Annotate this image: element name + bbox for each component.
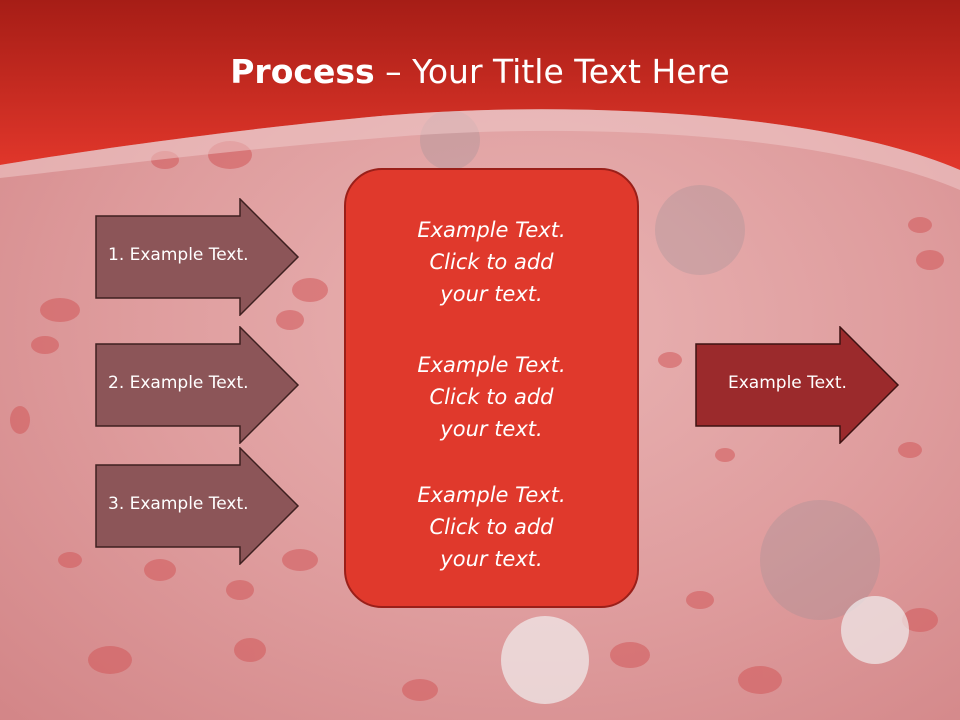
center-block-1-line-3: your text. bbox=[440, 282, 543, 306]
title-bold-text: Process bbox=[230, 52, 375, 91]
right-arrow[interactable]: Example Text. bbox=[695, 326, 900, 444]
arrow-shape bbox=[95, 326, 300, 444]
arrow-shape bbox=[95, 447, 300, 565]
center-text-box[interactable]: Example Text. Click to add your text. Ex… bbox=[344, 168, 639, 608]
title-rest-text: Your Title Text Here bbox=[412, 52, 730, 91]
center-text-block-3: Example Text. Click to add your text. bbox=[346, 479, 637, 575]
slide-title[interactable]: Process – Your Title Text Here bbox=[0, 52, 960, 91]
center-text-block-2: Example Text. Click to add your text. bbox=[346, 349, 637, 445]
center-text-block-1: Example Text. Click to add your text. bbox=[346, 214, 637, 310]
arrow-shape bbox=[695, 326, 900, 444]
left-arrow-3[interactable]: 3. Example Text. bbox=[95, 447, 300, 565]
arrow-shape bbox=[95, 198, 300, 316]
left-arrow-1-label: 1. Example Text. bbox=[108, 245, 249, 265]
center-block-3-line-3: your text. bbox=[440, 547, 543, 571]
left-arrow-2[interactable]: 2. Example Text. bbox=[95, 326, 300, 444]
title-dash: – bbox=[374, 52, 413, 91]
center-block-3-line-1: Example Text. bbox=[417, 483, 566, 507]
right-arrow-label: Example Text. bbox=[728, 373, 847, 393]
left-arrow-3-label: 3. Example Text. bbox=[108, 494, 249, 514]
left-arrow-2-label: 2. Example Text. bbox=[108, 373, 249, 393]
center-block-1-line-1: Example Text. bbox=[417, 218, 566, 242]
center-block-3-line-2: Click to add bbox=[429, 515, 554, 539]
left-arrow-1[interactable]: 1. Example Text. bbox=[95, 198, 300, 316]
center-block-2-line-1: Example Text. bbox=[417, 353, 566, 377]
center-block-2-line-2: Click to add bbox=[429, 385, 554, 409]
center-block-2-line-3: your text. bbox=[440, 417, 543, 441]
center-block-1-line-2: Click to add bbox=[429, 250, 554, 274]
